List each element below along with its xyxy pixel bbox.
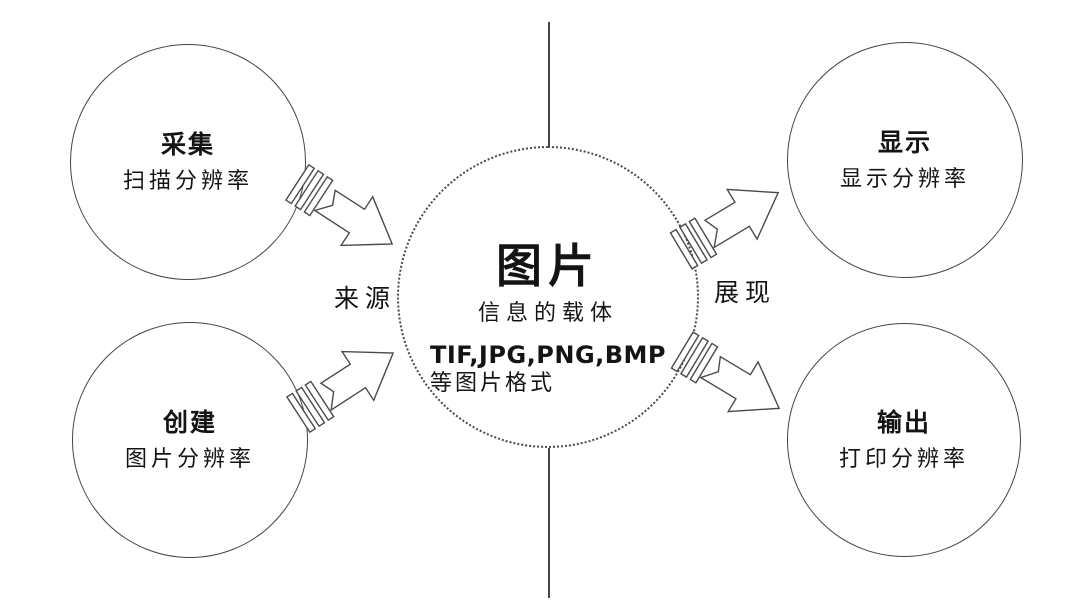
center-formats-line1: TIF,JPG,PNG,BMP xyxy=(429,340,667,369)
node-display: 显示 显示分辨率 xyxy=(787,42,1023,278)
divider-line-top xyxy=(548,22,550,146)
node-display-subtitle: 显示分辨率 xyxy=(839,165,970,191)
node-create-title: 创建 xyxy=(162,408,217,438)
node-display-title: 显示 xyxy=(877,128,932,158)
node-output: 输出 打印分辨率 xyxy=(787,323,1021,557)
node-create: 创建 图片分辨率 xyxy=(72,322,308,558)
center-subtitle: 信息的载体 xyxy=(477,299,618,325)
node-collect-subtitle: 扫描分辨率 xyxy=(122,167,253,193)
center-title: 图片 xyxy=(496,238,600,293)
node-output-title: 输出 xyxy=(876,408,931,438)
node-output-subtitle: 打印分辨率 xyxy=(838,445,969,471)
divider-line-bottom xyxy=(548,448,550,598)
edge-label-source: 来源 xyxy=(334,286,397,313)
node-collect-title: 采集 xyxy=(160,130,215,160)
node-create-subtitle: 图片分辨率 xyxy=(124,445,255,471)
center-formats-line2: 等图片格式 xyxy=(429,370,555,396)
center-formats: TIF,JPG,PNG,BMP 等图片格式 xyxy=(429,340,667,396)
node-image-center: 图片 信息的载体 TIF,JPG,PNG,BMP 等图片格式 xyxy=(397,146,699,448)
edge-label-presentation: 展现 xyxy=(714,280,777,307)
node-collect: 采集 扫描分辨率 xyxy=(70,44,306,280)
